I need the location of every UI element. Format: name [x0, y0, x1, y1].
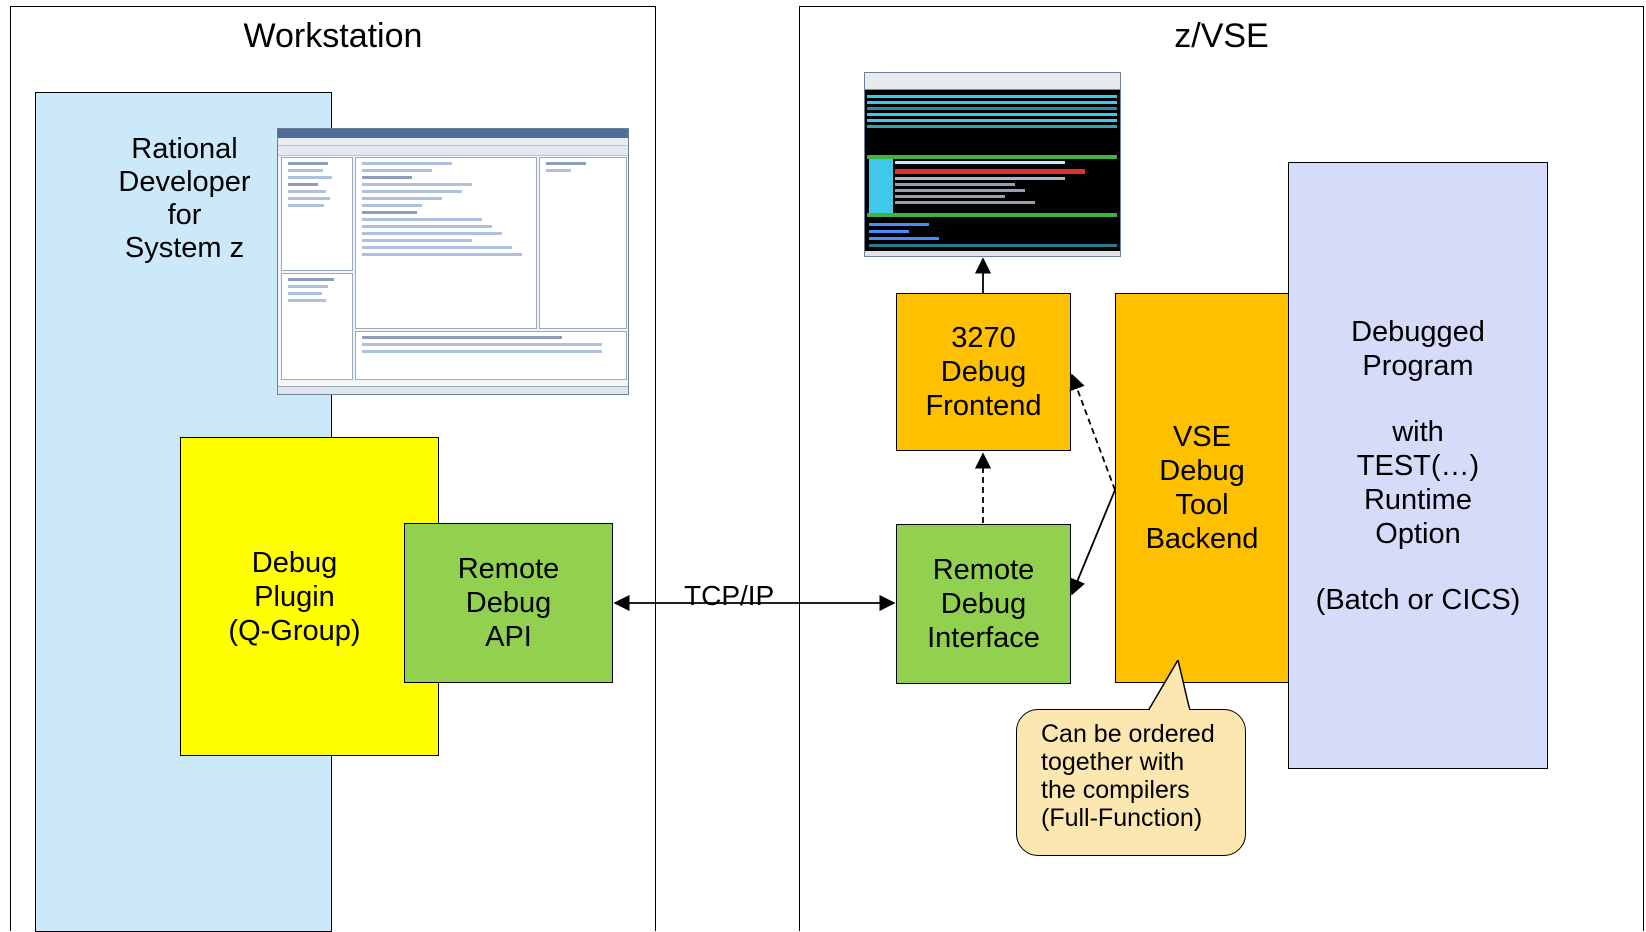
terminal-3270-screenshot	[864, 72, 1121, 257]
zvse-title: z/VSE	[1174, 17, 1269, 55]
vse-backend-label: VSE Debug Tool Backend	[1145, 421, 1259, 555]
callout-note: Can be ordered together with the compile…	[1016, 709, 1246, 856]
debug-plugin-box: Debug Plugin (Q-Group)	[180, 437, 439, 756]
backend-to-frontend-arrow	[1069, 373, 1116, 491]
remote-debug-interface-box: Remote Debug Interface	[896, 524, 1071, 684]
backend-to-interface-arrow	[1070, 489, 1116, 596]
rdz-screenshot	[277, 128, 629, 395]
frontend-3270-label: 3270 Debug Frontend	[925, 322, 1042, 422]
debug-plugin-label: Debug Plugin (Q-Group)	[228, 546, 361, 647]
workstation-title: Workstation	[243, 17, 423, 55]
debugged-program-label: Debugged Program with TEST(…) Runtime Op…	[1315, 315, 1521, 616]
rdz-label: Rational Developer for System z	[118, 133, 251, 264]
vse-backend-box: VSE Debug Tool Backend	[1115, 293, 1289, 683]
remote-debug-api-label: Remote Debug API	[457, 553, 560, 653]
remote-debug-interface-label: Remote Debug Interface	[927, 554, 1040, 654]
tcpip-label: TCP/IP	[684, 580, 775, 611]
remote-debug-api-box: Remote Debug API	[404, 523, 613, 683]
frontend-3270-box: 3270 Debug Frontend	[896, 293, 1071, 451]
callout-text: Can be ordered together with the compile…	[1041, 720, 1215, 832]
callout-seam	[1150, 708, 1189, 711]
